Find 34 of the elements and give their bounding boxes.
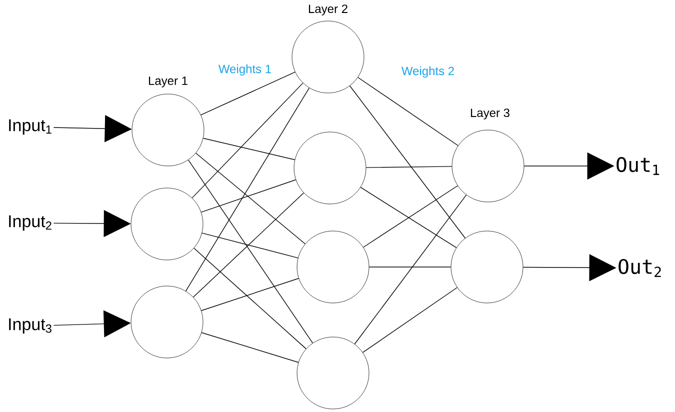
connection-line <box>200 72 296 116</box>
neuron-circle <box>130 286 204 358</box>
connection-line <box>202 138 296 160</box>
neuron-circle <box>130 188 204 260</box>
connection-line <box>200 179 296 213</box>
connection-line <box>202 232 298 258</box>
connection-line <box>196 152 306 244</box>
neuron-circle <box>294 132 366 204</box>
connection-line <box>201 332 299 363</box>
connection-line <box>185 88 310 292</box>
connection-line <box>366 166 452 168</box>
connection-line <box>358 77 458 146</box>
input-label: Input$_{1}$ <box>9 119 52 135</box>
neuron-circle <box>452 130 524 202</box>
output-label: Out$_{2}$ <box>618 258 661 278</box>
input-label: Input$_{3}$ <box>9 318 52 334</box>
weights-label: Weights 1 <box>218 64 271 76</box>
connection-line <box>188 160 314 344</box>
connection-line <box>354 194 467 344</box>
neuron-circle <box>296 230 370 304</box>
connection-line <box>192 192 304 298</box>
connection-line <box>201 278 299 311</box>
neuron-circle <box>296 336 370 410</box>
connection-line <box>194 248 306 350</box>
output-label: Out$_{1}$ <box>616 157 660 175</box>
weights-label: Weights 2 <box>401 66 454 78</box>
neuron-circle <box>450 230 524 304</box>
connection-line <box>192 82 304 198</box>
connection-line <box>350 86 466 238</box>
input-label: Input$_{2}$ <box>9 215 52 231</box>
connection-line <box>362 287 458 353</box>
connection-line <box>368 266 452 268</box>
neuron-circle <box>132 94 204 166</box>
neuron-circle <box>292 20 364 94</box>
